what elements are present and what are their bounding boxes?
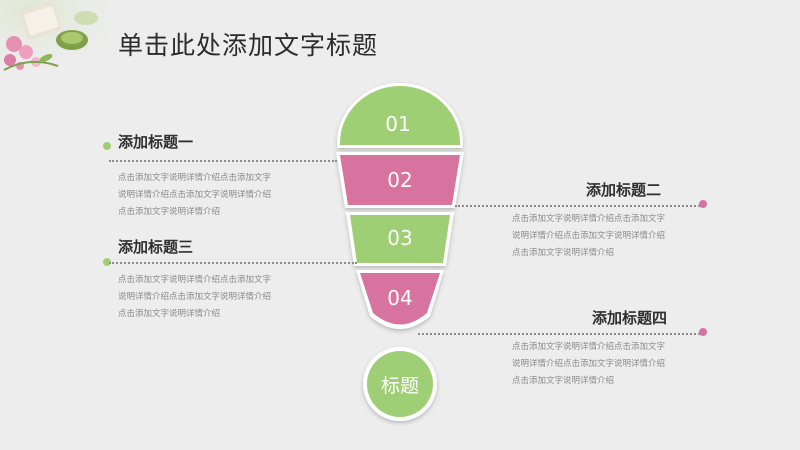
section-4-connector bbox=[418, 333, 700, 335]
section-3-body-line: 点击添加文字说明详情介绍 bbox=[118, 309, 221, 319]
section-1-body[interactable]: 点击添加文字说明详情介绍点击添加文字 说明详情介绍点击添加文字说明详情介绍 点击… bbox=[118, 170, 288, 221]
section-3-body-line: 说明详情介绍点击添加文字说明详情介绍 bbox=[118, 292, 272, 302]
section-4-body-line: 说明详情介绍点击添加文字说明详情介绍 bbox=[512, 359, 666, 369]
segment-01-label: 01 bbox=[385, 112, 411, 136]
section-4-body-line: 点击添加文字说明详情介绍 bbox=[512, 376, 615, 386]
section-4-heading[interactable]: 添加标题四 bbox=[592, 309, 668, 327]
section-4-dot bbox=[699, 328, 707, 336]
section-4-body-line: 点击添加文字说明详情介绍点击添加文字 bbox=[512, 342, 666, 352]
title-ball-fill bbox=[367, 351, 433, 417]
section-1-body-line: 说明详情介绍点击添加文字说明详情介绍 bbox=[118, 190, 272, 200]
page-title[interactable]: 单击此处添加文字标题 bbox=[118, 31, 379, 60]
section-1-dot bbox=[103, 142, 111, 150]
segment-04-fill bbox=[360, 273, 440, 325]
section-2-connector bbox=[455, 205, 700, 207]
section-3-body[interactable]: 点击添加文字说明详情介绍点击添加文字 说明详情介绍点击添加文字说明详情介绍 点击… bbox=[118, 272, 288, 323]
section-2-body-line: 说明详情介绍点击添加文字说明详情介绍 bbox=[512, 231, 666, 241]
section-1-heading[interactable]: 添加标题一 bbox=[118, 133, 194, 151]
section-1-body-line: 点击添加文字说明详情介绍点击添加文字 bbox=[118, 173, 272, 183]
segment-02-fill bbox=[340, 155, 460, 205]
section-2-body-line: 点击添加文字说明详情介绍 bbox=[512, 248, 615, 258]
section-1-body-line: 点击添加文字说明详情介绍 bbox=[118, 207, 221, 217]
section-4-body[interactable]: 点击添加文字说明详情介绍点击添加文字 说明详情介绍点击添加文字说明详情介绍 点击… bbox=[512, 339, 682, 390]
title-ball-label: 标题 bbox=[380, 375, 419, 397]
section-3-heading[interactable]: 添加标题三 bbox=[118, 238, 194, 256]
decorative-flower-image bbox=[0, 0, 118, 78]
section-3-body-line: 点击添加文字说明详情介绍点击添加文字 bbox=[118, 275, 272, 285]
section-2-dot bbox=[699, 200, 707, 208]
section-3-dot bbox=[103, 258, 111, 266]
section-2-body[interactable]: 点击添加文字说明详情介绍点击添加文字 说明详情介绍点击添加文字说明详情介绍 点击… bbox=[512, 211, 682, 262]
section-2-body-line: 点击添加文字说明详情介绍点击添加文字 bbox=[512, 214, 666, 224]
section-3-connector bbox=[109, 262, 357, 264]
section-2-heading[interactable]: 添加标题二 bbox=[586, 181, 662, 199]
segment-04-label: 04 bbox=[387, 286, 413, 310]
segment-03-label: 03 bbox=[387, 226, 413, 250]
segment-02-label: 02 bbox=[387, 168, 413, 192]
segment-01-fill bbox=[340, 86, 460, 145]
segment-03-fill bbox=[350, 215, 450, 263]
section-1-connector bbox=[109, 160, 337, 162]
